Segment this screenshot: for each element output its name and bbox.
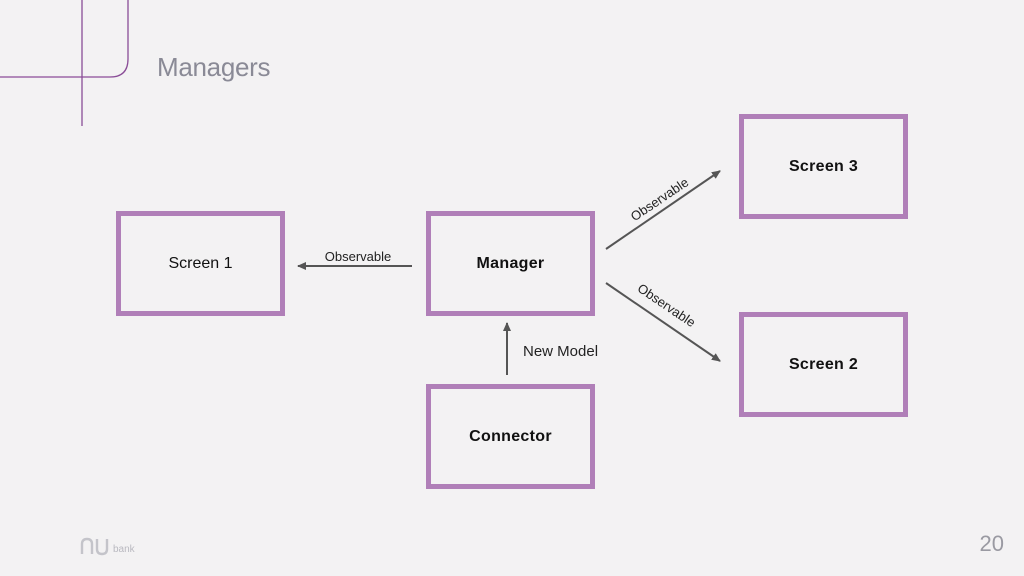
edge-label-manager-screen1: Observable <box>325 249 391 264</box>
edge-manager-screen2 <box>605 282 721 362</box>
node-connector: Connector <box>426 384 595 489</box>
nubank-logo-icon <box>80 537 109 556</box>
slide-title: Managers <box>157 52 271 82</box>
node-label: Screen 3 <box>788 157 859 175</box>
edge-label-connector-manager: New Model <box>523 343 598 360</box>
node-label: Connector <box>469 427 552 445</box>
node-screen-3: Screen 3 <box>739 114 908 219</box>
node-screen-2: Screen 2 <box>739 312 908 417</box>
logo-text: bank <box>113 544 135 555</box>
node-screen-1: Screen 1 <box>116 211 285 316</box>
node-label: Screen 1 <box>168 254 233 272</box>
edge-manager-screen3 <box>605 170 721 250</box>
node-label: Manager <box>476 254 545 272</box>
node-label: Screen 2 <box>788 355 859 373</box>
node-manager: Manager <box>426 211 595 316</box>
corner-decoration <box>0 0 129 126</box>
edge-label-manager-screen2: Observable <box>635 280 699 330</box>
page-number: 20 <box>979 531 1004 556</box>
edge-label-manager-screen3: Observable <box>628 174 692 224</box>
